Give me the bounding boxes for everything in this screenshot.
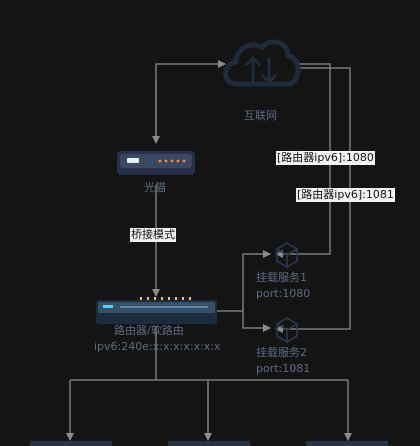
edge-modem-internet: [155, 60, 226, 142]
internet-label: 互联网: [244, 109, 277, 122]
cube-service-icon: [276, 242, 298, 268]
downstream-devices: [30, 441, 388, 446]
modem-icon: [117, 151, 195, 175]
cube-service-icon: [276, 317, 298, 343]
cloud-upload-download-icon: [223, 39, 301, 87]
edge-label-service2: [路由器ipv6]:1081: [296, 188, 395, 202]
router-switch-icon: [96, 297, 217, 324]
modem-label: 光猫: [144, 181, 166, 194]
router-ipv6-label: ipv6:240e:x:x:x:x:x:x:x: [94, 340, 221, 353]
edge-router-services: [216, 310, 271, 332]
edge-label-bridge: 桥接模式: [130, 228, 176, 242]
service2-label: 挂载服务2: [256, 346, 307, 359]
service2-port: port:1081: [256, 362, 311, 375]
service1-label: 挂载服务1: [256, 271, 307, 284]
router-label: 路由器/软路由: [114, 324, 184, 337]
service1-port: port:1080: [256, 287, 311, 300]
edge-label-service1: [路由器ipv6]:1080: [276, 151, 375, 165]
